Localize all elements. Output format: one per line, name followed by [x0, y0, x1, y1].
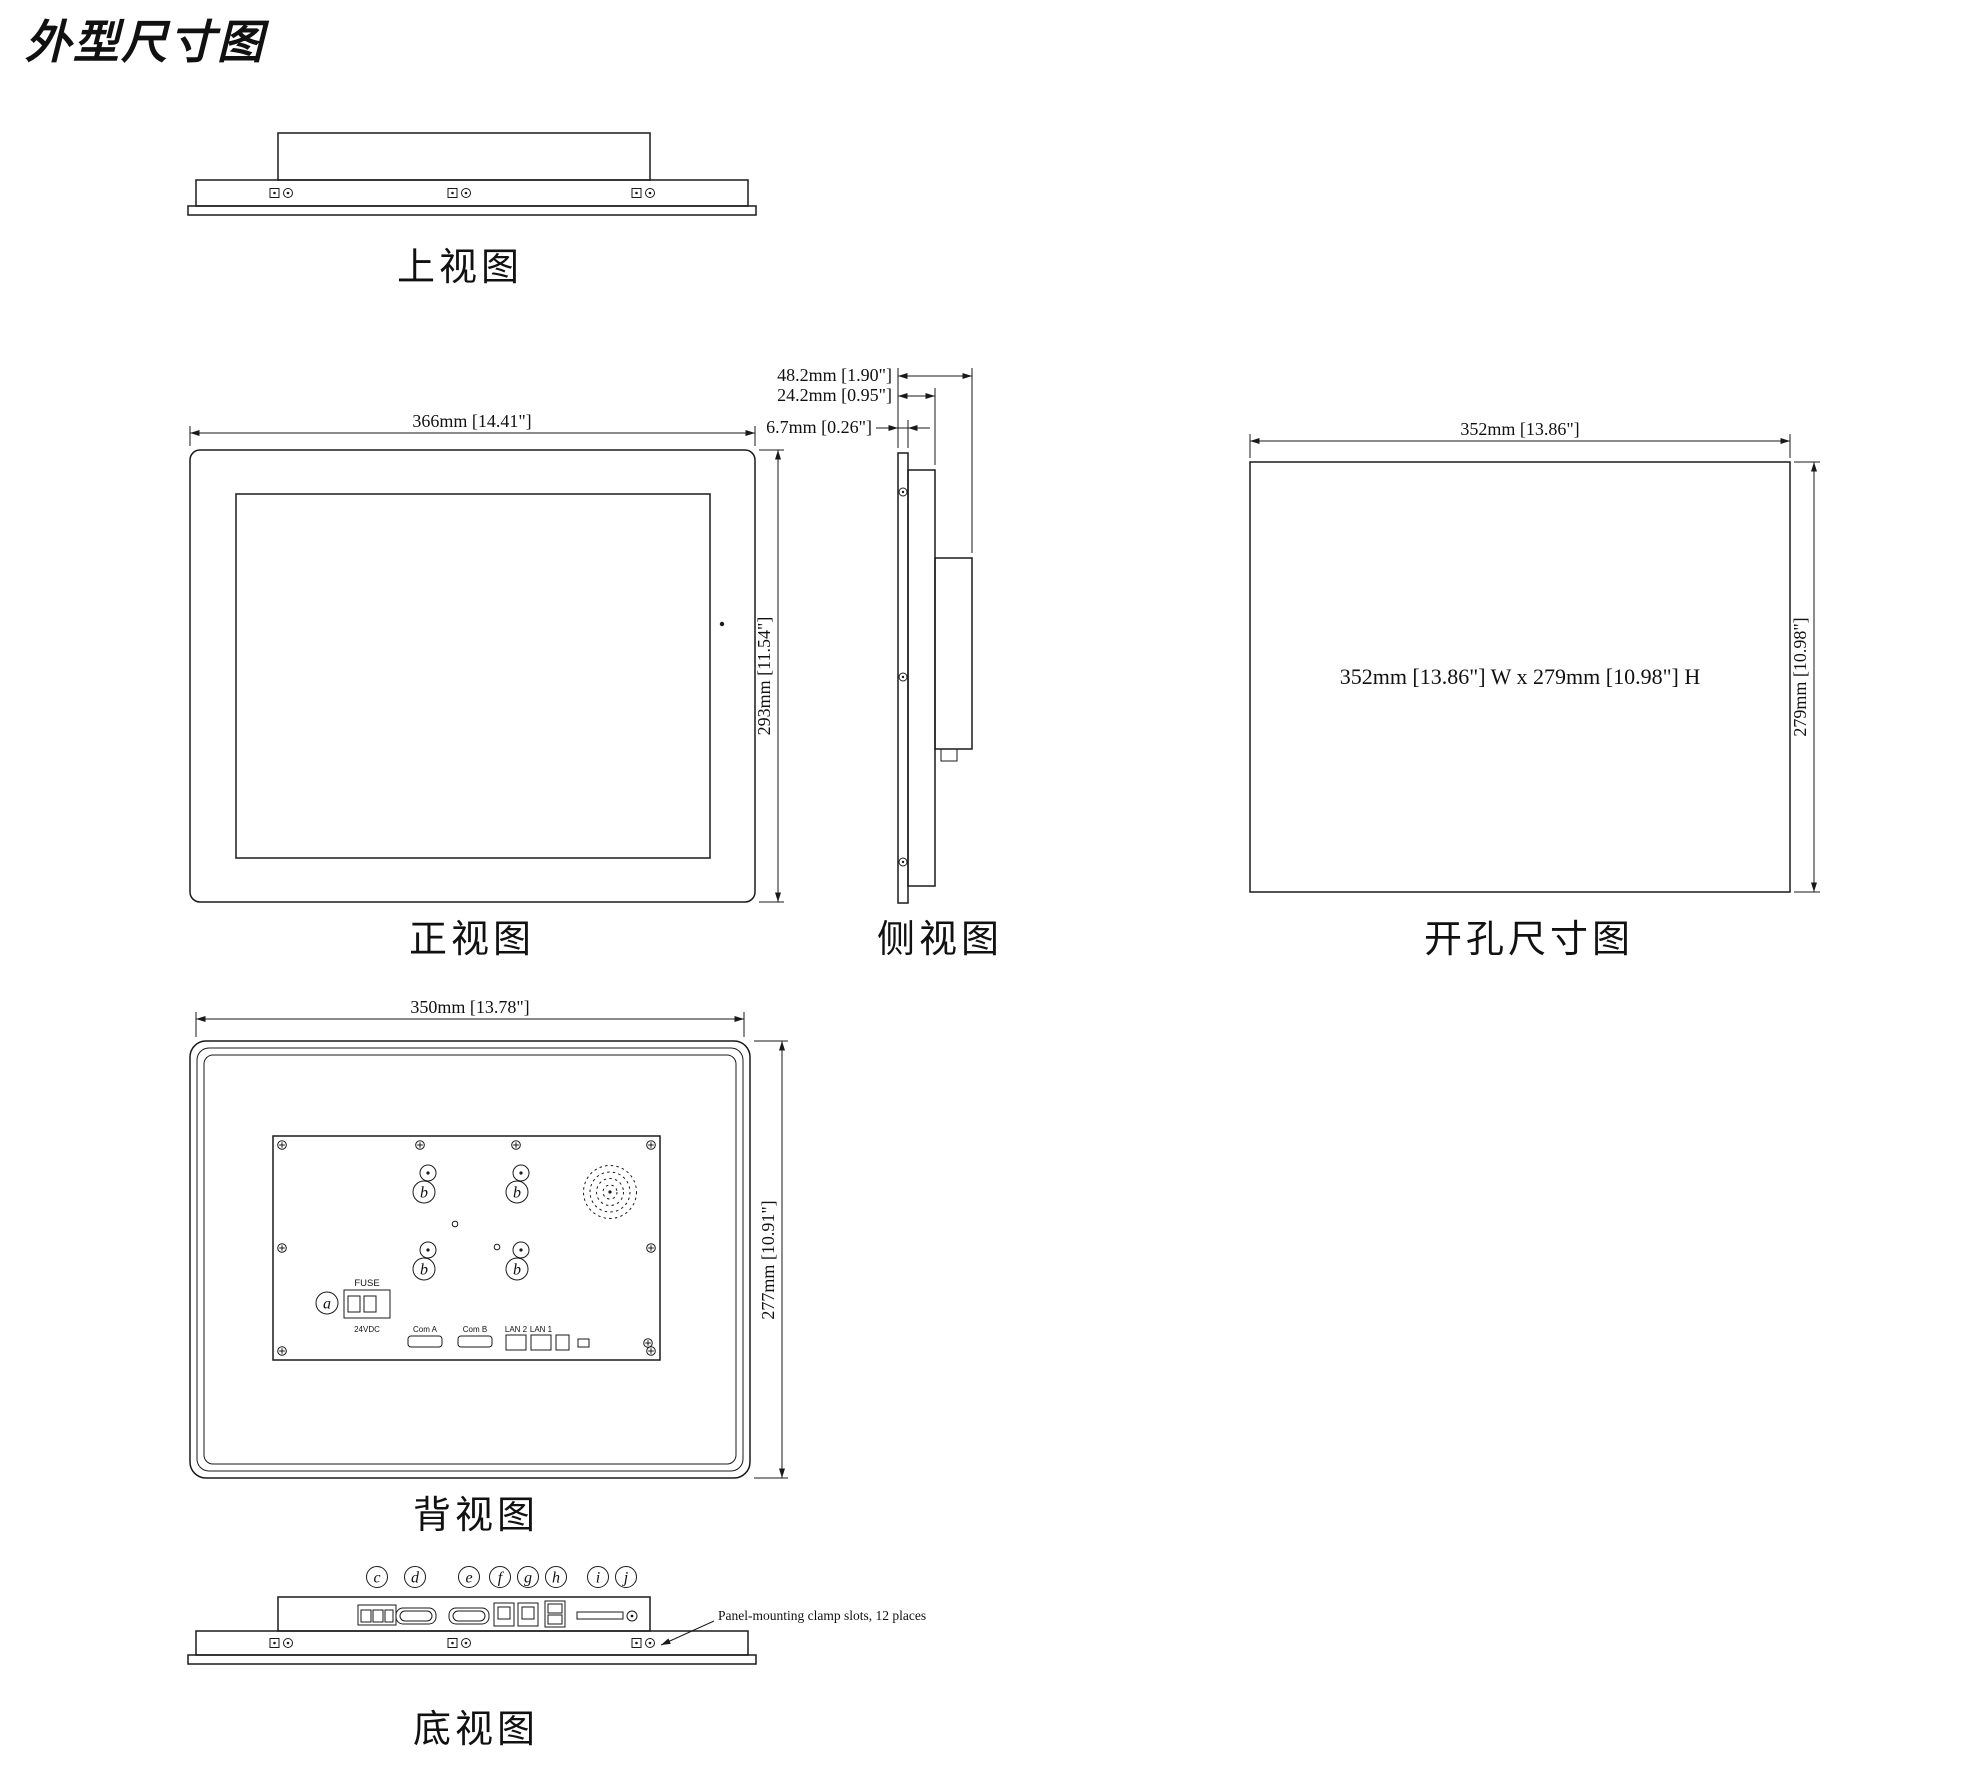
clamp-slot-icon — [631, 188, 655, 198]
callout-h: h — [545, 1566, 567, 1588]
serial-port-icon — [395, 1607, 437, 1625]
callout-b: b — [505, 1257, 529, 1281]
callout-g: g — [517, 1566, 539, 1588]
callout-g-label: g — [524, 1570, 532, 1587]
port-label-comb: Com B — [463, 1325, 487, 1334]
screw-icon — [415, 1140, 425, 1150]
mounting-hole-icon — [512, 1241, 530, 1259]
cutout-height-dimension: 279mm [10.98"] — [1790, 617, 1810, 736]
callout-c-label: c — [373, 1570, 380, 1587]
cutout-view-label: 开孔尺寸图 — [1424, 917, 1634, 961]
serial-port-icon — [448, 1607, 490, 1625]
power-led-icon — [719, 621, 725, 627]
front-width-dimension: 366mm [14.41"] — [412, 411, 531, 431]
lan-port-icon — [493, 1602, 515, 1627]
screw-icon — [646, 1243, 656, 1253]
clamp-note: Panel-mounting clamp slots, 12 places — [718, 1608, 926, 1623]
mounting-hole-icon — [419, 1241, 437, 1259]
power-terminal-icon — [343, 1289, 391, 1319]
bottom-view-label: 底视图 — [413, 1707, 539, 1751]
switch-icon — [577, 1338, 590, 1348]
side-bezel-dimension: 6.7mm [0.26"] — [766, 417, 872, 437]
callout-b-label: b — [513, 1185, 521, 1202]
serial-port-icon — [457, 1335, 493, 1348]
lan-port-icon — [530, 1334, 552, 1351]
screw-icon — [646, 1140, 656, 1150]
screw-icon — [277, 1243, 287, 1253]
callout-f-label: f — [498, 1570, 505, 1587]
side-view-label: 侧视图 — [877, 917, 1003, 961]
cutout-width-dimension: 352mm [13.86"] — [1460, 419, 1579, 439]
clamp-slot-icon — [447, 1638, 471, 1648]
rear-height-dimension: 277mm [10.91"] — [758, 1200, 778, 1319]
usb-port-icon — [544, 1600, 566, 1628]
lan-port-icon — [517, 1602, 539, 1627]
sd-slot-icon — [576, 1611, 624, 1620]
callout-e-label: e — [465, 1570, 472, 1587]
rear-view: b b b b a FUSE 24VDC Com A Com B LAN 2 — [189, 997, 788, 1537]
front-height-dimension: 293mm [11.54"] — [754, 617, 774, 736]
callout-j: j — [615, 1566, 637, 1588]
callout-b: b — [412, 1257, 436, 1281]
callout-b: b — [412, 1180, 436, 1204]
callout-i-label: i — [596, 1570, 600, 1587]
side-body-depth-dimension: 24.2mm [0.95"] — [777, 385, 892, 405]
screw-icon — [277, 1140, 287, 1150]
screw-icon — [277, 1346, 287, 1356]
page-title: 外型尺寸图 — [25, 15, 270, 69]
side-total-depth-dimension: 48.2mm [1.90"] — [777, 365, 892, 385]
callout-e: e — [458, 1566, 480, 1588]
callout-b-label: b — [420, 1185, 428, 1202]
callout-a-label: a — [323, 1296, 331, 1313]
port-label-lan1: LAN 1 — [530, 1325, 553, 1334]
clamp-slot-icon — [269, 1638, 293, 1648]
port-label-lan2: LAN 2 — [505, 1325, 528, 1334]
fuse-label: FUSE — [354, 1278, 379, 1289]
power-label: 24VDC — [354, 1325, 380, 1334]
port-label-coma: Com A — [413, 1325, 438, 1334]
ground-screw-icon — [643, 1338, 653, 1348]
callout-d: d — [404, 1566, 426, 1588]
callout-i: i — [587, 1566, 609, 1588]
callout-c: c — [366, 1566, 388, 1588]
side-view: 48.2mm [1.90"] 24.2mm [0.95"] 6.7mm [0.2… — [766, 365, 1003, 961]
clamp-slot-icon — [269, 188, 293, 198]
callout-j-label: j — [622, 1570, 629, 1587]
speaker-grille-icon — [583, 1165, 637, 1219]
lan-port-icon — [505, 1334, 527, 1351]
cutout-size-text: 352mm [13.86"] W x 279mm [10.98"] H — [1340, 664, 1701, 689]
front-view: 366mm [14.41"] 293mm [11.54"] 正视图 — [189, 411, 784, 961]
cutout-view: 352mm [13.86"] W x 279mm [10.98"] H 352m… — [1249, 419, 1820, 961]
clamp-slot-icon — [631, 1638, 655, 1648]
mounting-hole-icon — [512, 1164, 530, 1182]
serial-port-icon — [407, 1335, 443, 1348]
usb-port-icon — [555, 1334, 570, 1351]
clamp-slot-icon — [447, 188, 471, 198]
bottom-view: c d e f g h i j — [187, 1566, 926, 1751]
callout-h-label: h — [552, 1570, 560, 1587]
rear-width-dimension: 350mm [13.78"] — [410, 997, 529, 1017]
callout-a: a — [315, 1291, 339, 1315]
rear-view-label: 背视图 — [413, 1493, 539, 1537]
screw-icon — [511, 1140, 521, 1150]
callout-d-label: d — [411, 1570, 420, 1587]
front-view-label: 正视图 — [409, 917, 535, 961]
power-terminal-icon — [357, 1604, 397, 1626]
top-view-label: 上视图 — [397, 245, 523, 289]
callout-b: b — [505, 1180, 529, 1204]
mounting-hole-icon — [419, 1164, 437, 1182]
callout-b-label: b — [420, 1262, 428, 1279]
top-view: 上视图 — [187, 132, 757, 289]
power-button-icon — [626, 1610, 638, 1622]
screw-icon — [646, 1346, 656, 1356]
callout-b-label: b — [513, 1262, 521, 1279]
callout-f: f — [489, 1566, 511, 1588]
